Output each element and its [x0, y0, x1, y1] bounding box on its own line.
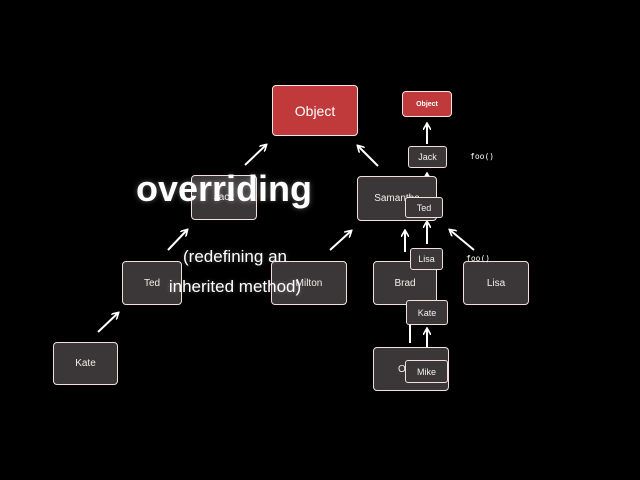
arrow-jack-to-object [244, 145, 266, 166]
arrow-milton-to-samantha [329, 231, 351, 251]
overlay-title: overriding [136, 168, 313, 209]
kate-node: Kate [53, 342, 118, 385]
ted-node: Ted [122, 261, 182, 305]
jack-node: Jack [191, 175, 257, 220]
lisa-small-node: Lisa [410, 248, 443, 270]
ted-small-node: Ted [405, 197, 443, 218]
object-node: Object [272, 85, 358, 136]
arrow-ted-to-jack [167, 230, 187, 251]
overlay-subtitle: (redefining an inherited method) [150, 242, 320, 302]
kate-small-node: Kate [406, 300, 448, 325]
mike-small-node: Mike [405, 360, 448, 383]
arrow-kate-to-ted [97, 313, 118, 333]
jack-small-node: Jack [408, 146, 447, 168]
overlay-subtitle-line2: inherited method) [168, 277, 302, 296]
overlay-subtitle-line1: (redefining an [183, 247, 287, 266]
arrow-lisa-to-samantha [450, 230, 475, 251]
arrow-samantha-to-object [358, 146, 379, 167]
lisa-node: Lisa [463, 261, 529, 305]
foo-method-label-top: foo() [470, 152, 495, 161]
milton-node: Milton [271, 261, 347, 305]
object-small-node: Object [402, 91, 452, 117]
foo-method-label-mid: foo() [466, 254, 491, 263]
